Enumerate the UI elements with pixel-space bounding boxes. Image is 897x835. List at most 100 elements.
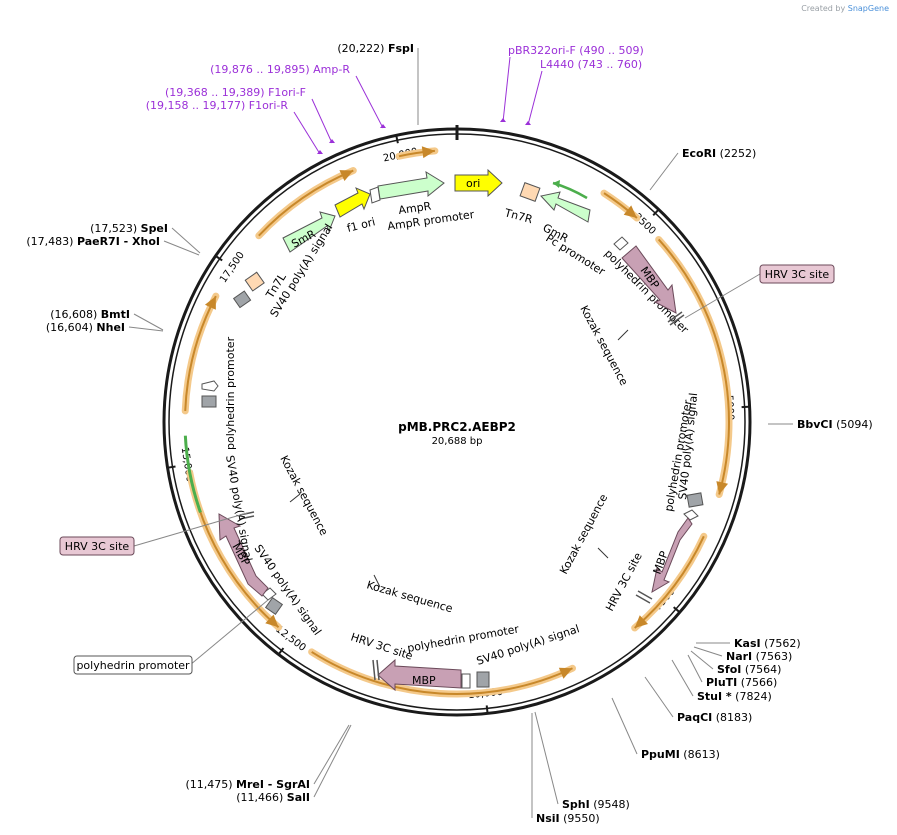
mbp-label-3: MBP — [412, 674, 436, 687]
site-bbvci[interactable]: BbvCI (5094) — [797, 418, 873, 431]
hrv-left-box[interactable] — [59, 536, 135, 556]
kozak-mark-1 — [617, 329, 629, 341]
site-paqci[interactable]: PaqCI (8183) — [677, 711, 752, 724]
primer-mark — [525, 121, 531, 125]
site-bmti[interactable]: (16,608) BmtI — [50, 308, 130, 321]
primer-f1orif[interactable]: (19,368 .. 19,389) F1ori-F — [165, 86, 306, 99]
hrv-right-box[interactable] — [759, 264, 835, 284]
site-name: SpeI — [141, 222, 168, 235]
site-name: StuI * — [697, 690, 732, 703]
feature-tn7r[interactable] — [519, 182, 541, 202]
kozak-label-4: Kozak sequence — [277, 453, 330, 538]
orf-arc — [311, 651, 573, 695]
hrv-mark-4b — [239, 515, 255, 520]
polh-left-box[interactable] — [73, 655, 193, 675]
site-leader — [649, 152, 679, 191]
orf-arrowhead — [421, 146, 435, 159]
feature-mbp-4[interactable] — [218, 513, 269, 597]
feature-ori[interactable] — [454, 168, 503, 198]
feature-sv40-5[interactable] — [201, 395, 217, 408]
site-name: BbvCI — [797, 418, 833, 431]
primer-leader — [527, 70, 543, 126]
site-nari[interactable]: NarI (7563) — [726, 650, 792, 663]
credit-brand: SnapGene — [847, 4, 889, 13]
site-ppumi[interactable]: PpuMI (8613) — [641, 748, 720, 761]
primer-pbr322[interactable]: pBR322ori-F (490 .. 509) — [508, 44, 644, 57]
site-mrei[interactable]: (11,475) MreI - SgrAI — [185, 778, 310, 791]
site-spei[interactable]: (17,523) SpeI — [90, 222, 168, 235]
feature-gmr[interactable] — [540, 191, 591, 223]
site-paer7i[interactable]: (17,483) PaeR7I - XhoI — [26, 235, 160, 248]
feature-polyhedrin-promoter-1[interactable] — [613, 236, 629, 251]
site-leader — [693, 646, 723, 657]
kozak-label-2: Kozak sequence — [557, 492, 610, 577]
feature-polyhedrin-promoter-5[interactable] — [201, 380, 219, 392]
ori-label: ori — [466, 177, 480, 190]
site-loc: (7563) — [752, 650, 792, 663]
primer-loc: (19,158 .. 19,177) — [146, 99, 249, 112]
hrv-label-2: HRV 3C site — [603, 550, 645, 613]
primer-ampr[interactable]: (19,876 .. 19,895) Amp-R — [210, 63, 350, 76]
feature-mbp-2[interactable] — [651, 517, 693, 594]
gmr-orf-head — [553, 180, 560, 188]
plasmid-name: pMB.PRC2.AEBP2 — [398, 420, 516, 434]
kozak-mark-4 — [289, 493, 301, 503]
feature-sv40-2[interactable] — [686, 492, 704, 508]
site-pluti[interactable]: PluTI (7566) — [706, 676, 777, 689]
site-name: PpuMI — [641, 748, 680, 761]
site-sfoi[interactable]: SfoI (7564) — [717, 663, 781, 676]
feature-ampr[interactable] — [377, 171, 445, 200]
site-loc: (8183) — [712, 711, 752, 724]
tn7r-label: Tn7R — [502, 206, 534, 226]
feature-polyhedrin-promoter-4[interactable] — [261, 587, 277, 601]
primer-leader — [355, 75, 384, 129]
orf-group — [181, 146, 733, 698]
feature-f1ori[interactable] — [334, 187, 371, 218]
tick-mark — [215, 255, 223, 262]
feature-sv40-6[interactable] — [232, 290, 252, 309]
feature-ampr-promoter[interactable] — [369, 186, 381, 204]
site-kasi[interactable]: KasI (7562) — [734, 637, 801, 650]
site-nhei[interactable]: (16,604) NheI — [46, 321, 125, 334]
site-fspi[interactable]: (20,222) FspI — [337, 42, 414, 55]
site-leader — [534, 711, 559, 805]
site-stui[interactable]: StuI * (7824) — [697, 690, 772, 703]
site-loc: (11,466) — [236, 791, 287, 804]
feature-tn7l[interactable] — [244, 271, 265, 292]
hrv-mark-1 — [667, 311, 683, 323]
primer-f1orir[interactable]: (19,158 .. 19,177) F1ori-R — [146, 99, 289, 112]
feature-polyhedrin-promoter-3[interactable] — [461, 673, 471, 689]
feature-sv40-3[interactable] — [476, 671, 490, 688]
site-ecori[interactable]: EcoRI (2252) — [682, 147, 756, 160]
snapgene-credit: Created by SnapGene — [801, 4, 889, 13]
site-loc: (8613) — [680, 748, 720, 761]
site-loc: (17,483) — [26, 235, 77, 248]
primer-leader — [293, 111, 321, 155]
feature-mbp-3[interactable] — [377, 658, 462, 692]
hrv-right-leader — [684, 273, 761, 319]
hrv-mark-3 — [372, 659, 376, 681]
orf-arc — [657, 238, 730, 495]
feature-polyhedrin-promoter-2[interactable] — [683, 509, 699, 521]
primer-loc: (743 .. 760) — [574, 58, 642, 71]
site-sphi[interactable]: SphI (9548) — [562, 798, 630, 811]
site-name: PaeR7I - XhoI — [77, 235, 160, 248]
site-name: SfoI — [717, 663, 741, 676]
tick-mark — [168, 465, 176, 469]
feature-sv40-4[interactable] — [264, 596, 284, 616]
site-loc: (9548) — [590, 798, 630, 811]
site-nsii[interactable]: NsiI (9550) — [536, 812, 600, 825]
primer-l4440[interactable]: L4440 (743 .. 760) — [540, 58, 642, 71]
site-name: SphI — [562, 798, 590, 811]
plasmid-size: 20,688 bp — [432, 436, 483, 447]
tick-mark — [673, 606, 680, 613]
site-sali[interactable]: (11,466) SalI — [236, 791, 310, 804]
credit-prefix: Created by — [801, 4, 846, 13]
feature-smr[interactable] — [282, 211, 336, 253]
feature-mbp-1[interactable] — [621, 245, 677, 314]
site-loc: (16,604) — [46, 321, 97, 334]
site-leader — [611, 697, 638, 755]
kozak-mark-2 — [597, 547, 609, 559]
site-loc: (7566) — [737, 676, 777, 689]
